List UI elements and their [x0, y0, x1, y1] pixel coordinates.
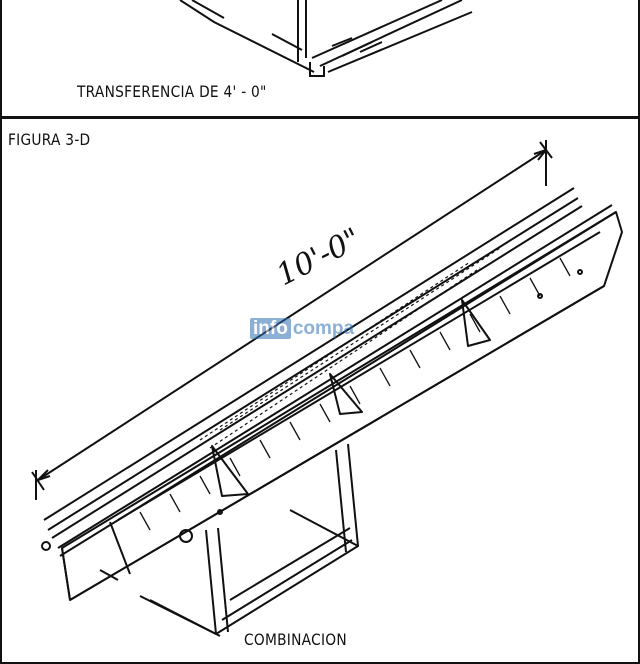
frame-diagonal-left — [179, 0, 315, 73]
conveyor-slats — [139, 257, 571, 531]
cross-supports — [211, 299, 491, 497]
dimension-line — [31, 140, 553, 500]
transfer-band — [199, 247, 501, 449]
transfer-drawing — [179, 0, 473, 77]
support-stand — [139, 443, 359, 637]
combination-caption: COMBINACION — [244, 630, 347, 649]
figure-label: FIGURA 3-D — [8, 130, 91, 149]
transfer-caption: TRANSFERENCIA DE 4' - 0" — [77, 82, 267, 101]
conveyor-bed — [61, 211, 623, 601]
top-panel: TRANSFERENCIA DE 4' - 0" — [0, 0, 640, 118]
bearing-details — [41, 269, 583, 551]
